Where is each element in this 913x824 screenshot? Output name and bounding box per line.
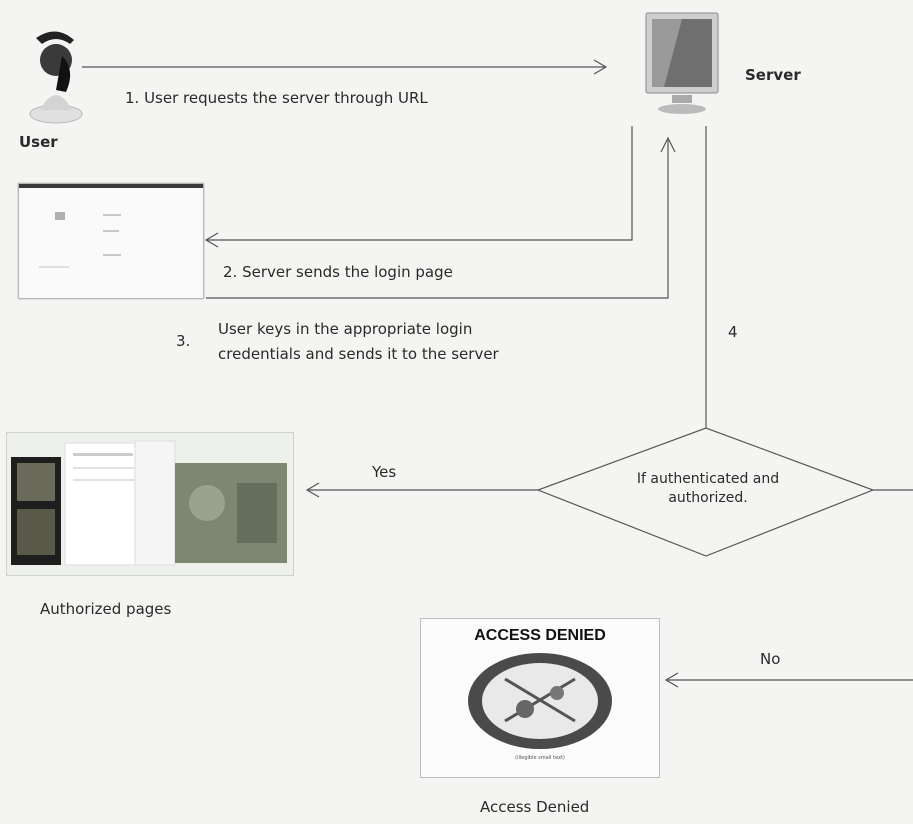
arrowhead-server <box>593 59 608 75</box>
step-3-line1: User keys in the appropriate login <box>218 320 473 338</box>
login-page-thumbnail <box>18 183 204 299</box>
yes-label: Yes <box>372 463 397 481</box>
arrow-server-to-login <box>207 126 633 241</box>
step-3-number: 3. <box>176 332 191 350</box>
arrowhead-no <box>664 672 679 688</box>
arrowhead-server-up <box>660 136 676 153</box>
decision-diamond <box>536 427 875 557</box>
server-label: Server <box>745 66 801 84</box>
step-2-label: 2. Server sends the login page <box>223 263 453 281</box>
step-3-line2: credentials and sends it to the server <box>218 345 499 363</box>
access-denied-label: Access Denied <box>480 798 590 816</box>
monitor-icon <box>645 12 719 114</box>
arrowhead-login <box>204 232 219 248</box>
no-label: No <box>760 650 781 668</box>
authorized-pages-label: Authorized pages <box>40 600 172 618</box>
arrowhead-yes <box>305 482 320 498</box>
decision-label: If authenticated and authorized. <box>636 471 780 506</box>
authorized-pages-thumbnail <box>6 432 294 576</box>
access-denied-fine-print: (illegible small text) <box>515 755 565 761</box>
access-denied-thumbnail: ACCESS DENIED (illegible small text) <box>420 618 660 778</box>
denied-emblem-icon <box>468 653 612 749</box>
person-icon <box>29 31 83 124</box>
arrow-login-to-server <box>206 140 669 299</box>
access-denied-sign-title: ACCESS DENIED <box>474 627 606 644</box>
user-label: User <box>19 133 58 151</box>
step-1-label: 1. User requests the server through URL <box>125 89 428 107</box>
step-4-label: 4 <box>728 323 738 341</box>
